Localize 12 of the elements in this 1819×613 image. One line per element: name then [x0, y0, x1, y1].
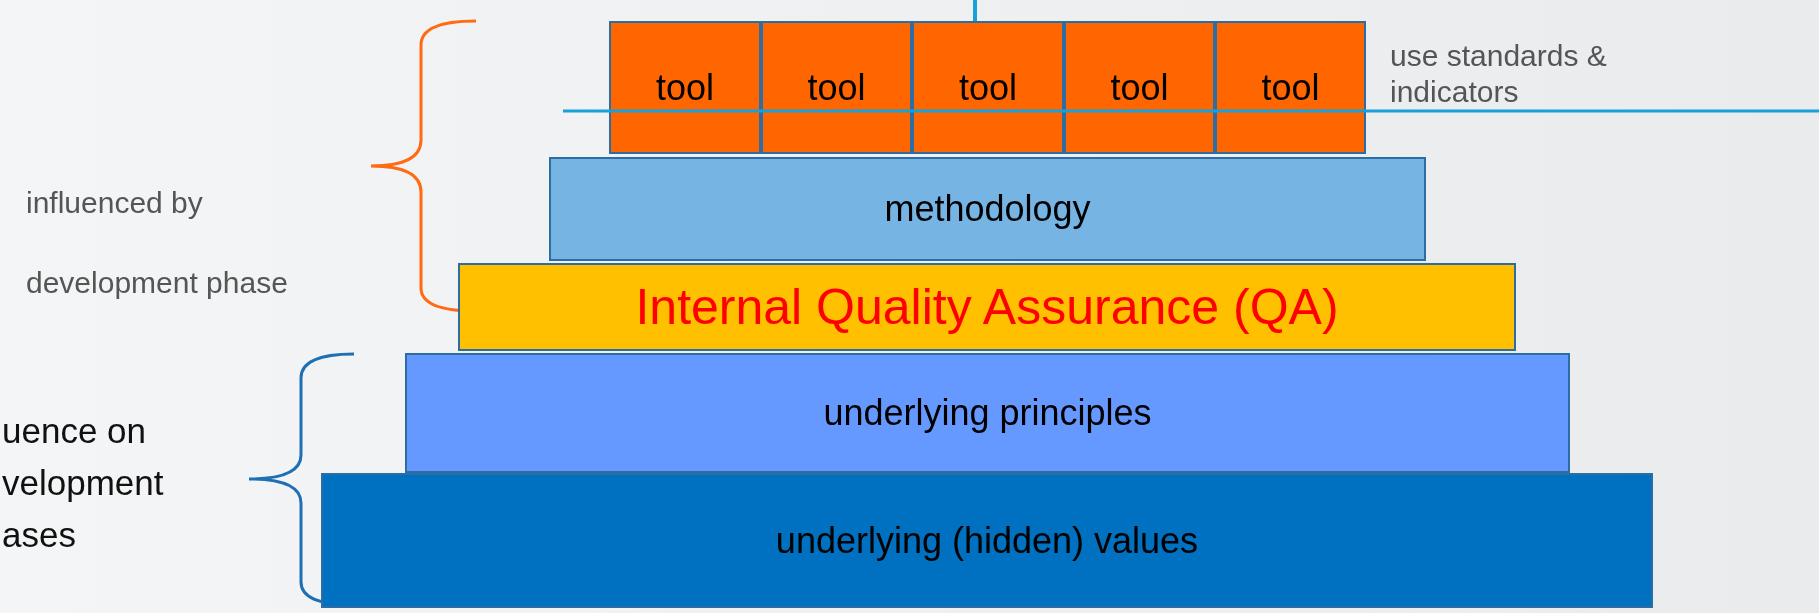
side-note: influenced by development phase [26, 185, 289, 301]
note-text: use standards & indicators [1390, 38, 1608, 110]
side-note: uence on velopment ases [2, 410, 165, 556]
tool-block: tool [761, 21, 912, 154]
tool-block: tool [1064, 21, 1215, 154]
pyramid-layer: underlying (hidden) values [321, 473, 1653, 608]
pyramid-layer: methodology [549, 157, 1426, 261]
tool-block: tool [609, 21, 761, 154]
pyramid-layer: underlying principles [405, 353, 1570, 473]
tool-block: tool [912, 21, 1064, 154]
pyramid-layer: Internal Quality Assurance (QA) [458, 263, 1516, 351]
tool-block: tool [1215, 21, 1366, 154]
